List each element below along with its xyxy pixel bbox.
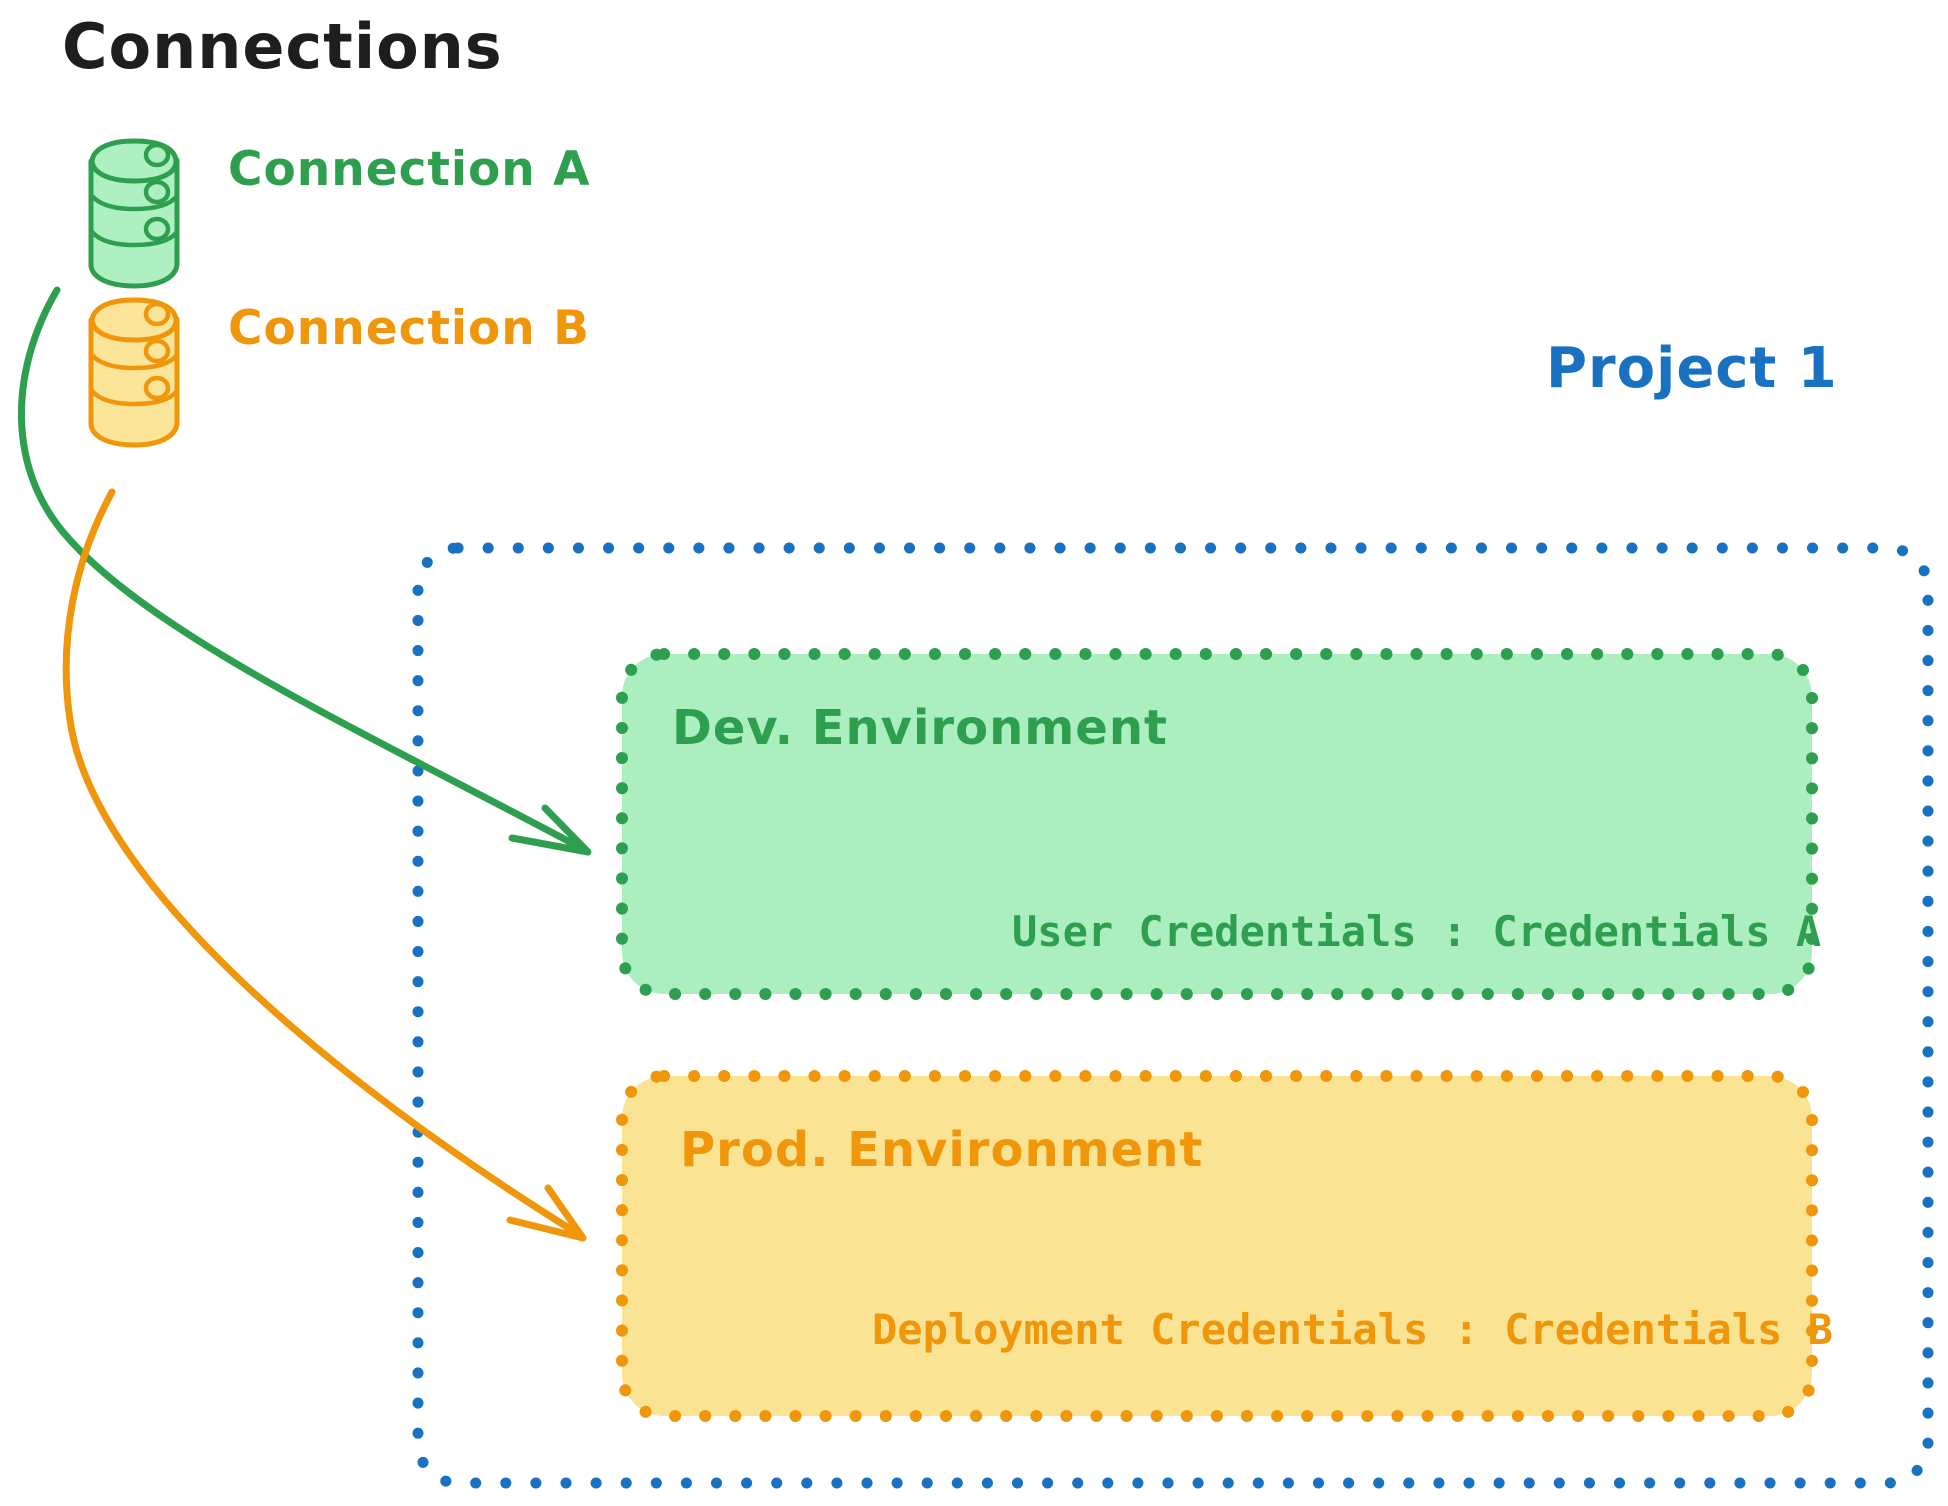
database-icon-connection-b[interactable] bbox=[88, 297, 180, 448]
project-container-border bbox=[412, 542, 1934, 1489]
database-icon-connection-a[interactable] bbox=[88, 138, 180, 289]
prod-environment-box[interactable] bbox=[616, 1070, 1818, 1422]
arrow-connection-b-to-prod bbox=[62, 488, 587, 1242]
dev-environment-box[interactable] bbox=[616, 648, 1818, 1000]
arrow-connection-a-to-dev bbox=[17, 286, 592, 856]
